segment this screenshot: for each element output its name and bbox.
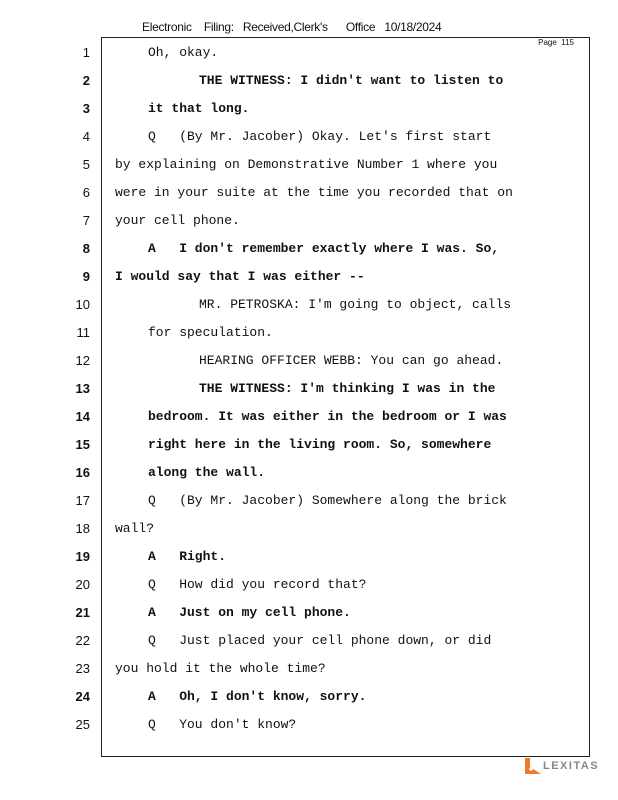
transcript-line: 5 by explaining on Demonstrative Number 1… [0, 157, 618, 185]
line-number: 20 [75, 577, 90, 592]
line-text: I would say that I was either -- [115, 269, 365, 284]
filing-header: Electronic Filing: Received,Clerk's Offi… [142, 20, 442, 34]
transcript-line: 20 Q How did you record that? [0, 577, 618, 605]
line-text: Q You don't know? [148, 717, 297, 732]
line-text: were in your suite at the time you recor… [115, 185, 513, 200]
transcript-line: 11 for speculation. [0, 325, 618, 353]
logo-text: LEXITAS [543, 760, 600, 772]
line-number: 11 [76, 325, 91, 340]
line-text: right here in the living room. So, somew… [148, 437, 492, 452]
transcript-line: 13 THE WITNESS: I'm thinking I was in the [0, 381, 618, 409]
transcript-line: 17 Q (By Mr. Jacober) Somewhere along the… [0, 493, 618, 521]
line-text: Q How did you record that? [148, 577, 367, 592]
line-number: 12 [75, 353, 90, 368]
transcript-line: 21 A Just on my cell phone. [0, 605, 618, 633]
line-text: A Right. [148, 549, 227, 564]
line-number: 4 [82, 129, 90, 144]
line-number: 10 [75, 297, 90, 312]
line-text: for speculation. [148, 325, 273, 340]
transcript-page-frame [101, 37, 590, 757]
line-number: 8 [82, 241, 90, 256]
line-number: 6 [82, 185, 90, 200]
line-number: 2 [82, 73, 90, 88]
line-text: THE WITNESS: I'm thinking I was in the [199, 381, 496, 396]
transcript-line: 12 HEARING OFFICER WEBB: You can go ahead… [0, 353, 618, 381]
line-text: A I don't remember exactly where I was. … [148, 241, 500, 256]
line-number: 17 [75, 493, 90, 508]
transcript-line: 18 wall? [0, 521, 618, 549]
lexitas-logo: LEXITAS [525, 758, 599, 774]
line-number: 1 [82, 45, 90, 60]
line-number: 5 [82, 157, 90, 172]
transcript-line: 3 it that long. [0, 101, 618, 129]
line-number: 15 [75, 437, 90, 452]
line-number: 13 [75, 381, 90, 396]
transcript-line: 22 Q Just placed your cell phone down, or… [0, 633, 618, 661]
transcript-line: 10 MR. PETROSKA: I'm going to object, cal… [0, 297, 618, 325]
transcript-line: 4 Q (By Mr. Jacober) Okay. Let's first st… [0, 129, 618, 157]
line-text: by explaining on Demonstrative Number 1 … [115, 157, 498, 172]
line-text: HEARING OFFICER WEBB: You can go ahead. [199, 353, 504, 368]
transcript-line: 23 you hold it the whole time? [0, 661, 618, 689]
line-number: 19 [75, 549, 90, 564]
line-number: 23 [75, 661, 90, 676]
transcript-line: 7 your cell phone. [0, 213, 618, 241]
transcript-line: 2 THE WITNESS: I didn't want to listen to [0, 73, 618, 101]
line-text: Oh, okay. [148, 45, 219, 60]
line-text: Q (By Mr. Jacober) Somewhere along the b… [148, 493, 507, 508]
line-number: 16 [75, 465, 90, 480]
line-number: 24 [75, 689, 90, 704]
transcript-line: 19 A Right. [0, 549, 618, 577]
line-text: along the wall. [148, 465, 266, 480]
line-number: 21 [75, 605, 90, 620]
transcript-line: 1 Oh, okay. [0, 45, 618, 73]
line-number: 18 [75, 521, 90, 536]
line-text: Q Just placed your cell phone down, or d… [148, 633, 492, 648]
transcript-line: 14 bedroom. It was either in the bedroom … [0, 409, 618, 437]
transcript-line: 8 A I don't remember exactly where I was.… [0, 241, 618, 269]
transcript-line: 6 were in your suite at the time you reco… [0, 185, 618, 213]
transcript-line: 16 along the wall. [0, 465, 618, 493]
line-number: 3 [82, 101, 90, 116]
transcript-line: 25 Q You don't know? [0, 717, 618, 745]
transcript-line: 24 A Oh, I don't know, sorry. [0, 689, 618, 717]
line-text: wall? [115, 521, 155, 536]
line-text: MR. PETROSKA: I'm going to object, calls [199, 297, 512, 312]
page-number: Page 115 [538, 38, 574, 47]
line-text: A Just on my cell phone. [148, 605, 351, 620]
lexitas-logo-icon [525, 758, 541, 774]
line-number: 14 [75, 409, 90, 424]
line-number: 25 [75, 717, 90, 732]
line-text: A Oh, I don't know, sorry. [148, 689, 367, 704]
line-number: 22 [75, 633, 90, 648]
line-number: 7 [82, 213, 90, 228]
line-text: Q (By Mr. Jacober) Okay. Let's first sta… [148, 129, 492, 144]
line-text: your cell phone. [115, 213, 240, 228]
line-text: THE WITNESS: I didn't want to listen to [199, 73, 504, 88]
transcript-line: 9 I would say that I was either -- [0, 269, 618, 297]
line-text: you hold it the whole time? [115, 661, 326, 676]
line-number: 9 [82, 269, 90, 284]
line-text: it that long. [148, 101, 250, 116]
transcript-line: 15 right here in the living room. So, som… [0, 437, 618, 465]
line-text: bedroom. It was either in the bedroom or… [148, 409, 507, 424]
